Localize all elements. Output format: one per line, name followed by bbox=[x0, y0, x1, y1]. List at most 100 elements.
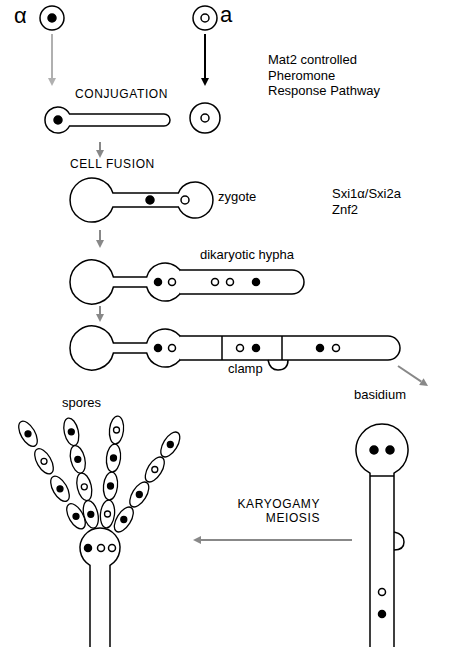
a-cell bbox=[193, 6, 217, 30]
filled-nucleus bbox=[379, 611, 386, 618]
stage-arrow bbox=[96, 306, 104, 322]
stage-arrow bbox=[193, 536, 352, 544]
stage-label: spores bbox=[62, 396, 101, 411]
hypha bbox=[180, 270, 304, 294]
spore bbox=[31, 446, 57, 477]
stage-label: basidium bbox=[354, 388, 406, 403]
zygote-shape bbox=[70, 326, 184, 370]
open-nucleus bbox=[98, 545, 105, 552]
basidium-stage: basidium bbox=[352, 386, 432, 647]
open-nucleus bbox=[333, 345, 340, 352]
filled-nucleus bbox=[88, 511, 94, 517]
filled-nucleus bbox=[111, 455, 117, 461]
open-nucleus bbox=[212, 279, 219, 286]
filled-nucleus bbox=[253, 279, 260, 286]
arrow-line bbox=[99, 306, 101, 314]
open-nucleus bbox=[237, 345, 244, 352]
stage-arrow bbox=[201, 34, 209, 86]
arrow-line bbox=[201, 539, 352, 541]
open-nucleus bbox=[201, 14, 209, 22]
alpha-cell bbox=[40, 6, 64, 30]
clamp-connection bbox=[268, 360, 288, 370]
stage-label: zygote bbox=[218, 190, 256, 205]
filled-nucleus bbox=[25, 431, 31, 437]
filled-nucleus bbox=[75, 456, 81, 462]
spore bbox=[15, 418, 41, 449]
open-nucleus bbox=[169, 279, 176, 286]
pathway-note: Sxi1α/Sxi2a Znf2 bbox=[332, 186, 412, 217]
open-nucleus bbox=[105, 511, 111, 517]
arrow-line bbox=[51, 34, 53, 78]
filled-nucleus bbox=[48, 14, 56, 22]
filled-nucleus bbox=[57, 486, 63, 492]
spore bbox=[81, 499, 101, 529]
arrow-head bbox=[96, 240, 104, 248]
spore bbox=[68, 444, 88, 474]
spore bbox=[157, 429, 184, 460]
spore bbox=[47, 473, 73, 504]
stage-heading: CELL FUSION bbox=[70, 158, 155, 172]
alpha-cell-node: α bbox=[10, 2, 70, 34]
open-nucleus bbox=[169, 345, 176, 352]
stage-label: α bbox=[14, 3, 27, 28]
open-nucleus bbox=[114, 427, 120, 433]
spore bbox=[110, 504, 137, 535]
arrow-head bbox=[419, 378, 428, 386]
hypha bbox=[180, 336, 400, 360]
septum bbox=[370, 475, 394, 477]
spore-stage: spores bbox=[8, 396, 193, 647]
septum bbox=[281, 336, 283, 360]
spore bbox=[141, 454, 168, 485]
filled-nucleus bbox=[253, 345, 260, 352]
zygote-shape bbox=[70, 178, 213, 222]
dikaryon-stage: dikaryotic hypha bbox=[68, 248, 304, 306]
conjugation-stage: CONJUGATION bbox=[44, 86, 228, 142]
open-nucleus bbox=[41, 458, 47, 464]
filled-nucleus bbox=[85, 545, 92, 552]
filled-nucleus bbox=[73, 513, 79, 519]
stage-arrow bbox=[48, 34, 56, 86]
conjugation-tube-cell bbox=[45, 107, 170, 133]
filled-nucleus bbox=[68, 429, 74, 435]
filled-nucleus bbox=[121, 517, 127, 523]
stage-arrow bbox=[96, 142, 104, 158]
filled-nucleus bbox=[155, 279, 162, 286]
open-nucleus bbox=[109, 545, 116, 552]
stage-heading: CONJUGATION bbox=[75, 88, 168, 102]
stage-label: a bbox=[220, 2, 232, 27]
stage-arrow bbox=[96, 230, 104, 248]
filled-nucleus bbox=[54, 116, 62, 124]
filled-nucleus bbox=[167, 442, 173, 448]
spore bbox=[126, 479, 153, 510]
filled-nucleus bbox=[386, 446, 394, 454]
a-cell-node: a bbox=[186, 2, 238, 34]
spore-chains bbox=[15, 415, 184, 535]
open-nucleus bbox=[201, 114, 209, 122]
clamp-connection bbox=[394, 532, 404, 550]
spore bbox=[61, 417, 81, 447]
spore bbox=[74, 472, 94, 502]
open-nucleus bbox=[81, 484, 87, 490]
clamp-stage: clamp bbox=[68, 322, 398, 378]
pathway-note: Mat2 controlled Pheromone Response Pathw… bbox=[268, 52, 380, 99]
zygote-stage: CELL FUSION zygote bbox=[68, 158, 270, 230]
spore bbox=[108, 415, 125, 444]
spore bbox=[105, 443, 122, 472]
stage-arrow bbox=[398, 366, 428, 386]
zygote-shape bbox=[70, 260, 184, 304]
stage-label: dikaryotic hypha bbox=[200, 248, 294, 263]
arrow-head bbox=[193, 536, 201, 544]
arrow-head bbox=[48, 78, 56, 86]
filled-nucleus bbox=[108, 483, 114, 489]
filled-nucleus bbox=[317, 345, 324, 352]
open-nucleus bbox=[152, 467, 158, 473]
edge-label: KARYOGAMY MEIOSIS bbox=[222, 497, 320, 526]
basidium-shape bbox=[80, 528, 120, 647]
arrow-head bbox=[96, 150, 104, 158]
arrow-head bbox=[96, 314, 104, 322]
arrow-line bbox=[99, 230, 101, 240]
stage-label: clamp bbox=[228, 362, 263, 377]
